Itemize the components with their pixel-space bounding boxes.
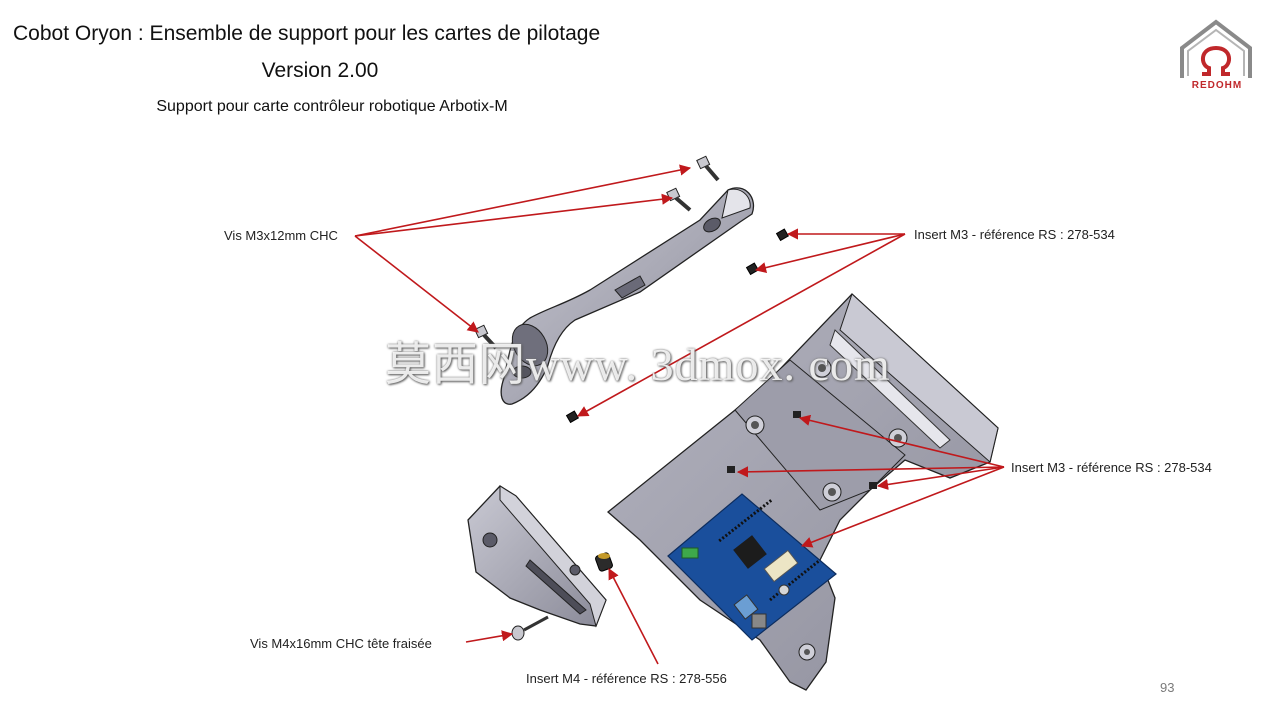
- logo-wordmark: REDOHM: [1191, 80, 1243, 91]
- screw-m4: [511, 615, 549, 641]
- page-subtitle: Support pour carte contrôleur robotique …: [156, 98, 508, 115]
- house-omega-icon: [1180, 19, 1252, 78]
- callout-screw-m3: Vis M3x12mm CHC: [224, 228, 338, 243]
- page-number: 93: [1160, 680, 1175, 695]
- watermark: 莫西网www. 3dmox. com: [385, 339, 891, 390]
- screw-m3-2: [666, 187, 692, 212]
- lower-bracket: [467, 485, 607, 628]
- insert-m3-a: [775, 228, 790, 242]
- callout-insert-m3-top: Insert M3 - référence RS : 278-534: [914, 227, 1115, 242]
- arbotix-board: [667, 493, 837, 641]
- screw-m3-1: [696, 155, 720, 182]
- callout-insert-m4: Insert M4 - référence RS : 278-556: [526, 671, 727, 686]
- version-label: Version 2.00: [261, 59, 379, 82]
- screw-m3-3: [474, 324, 498, 350]
- insert-m3-b: [745, 262, 760, 276]
- leader-lines: [354, 164, 1005, 665]
- insert-m3-c: [565, 410, 580, 424]
- callout-screw-m4: Vis M4x16mm CHC tête fraisée: [250, 636, 432, 651]
- insert-m4: [595, 552, 613, 572]
- arm-bracket: [500, 187, 755, 405]
- page-title: Cobot Oryon : Ensemble de support pour l…: [13, 22, 601, 45]
- callout-insert-m3-right: Insert M3 - référence RS : 278-534: [1011, 460, 1212, 475]
